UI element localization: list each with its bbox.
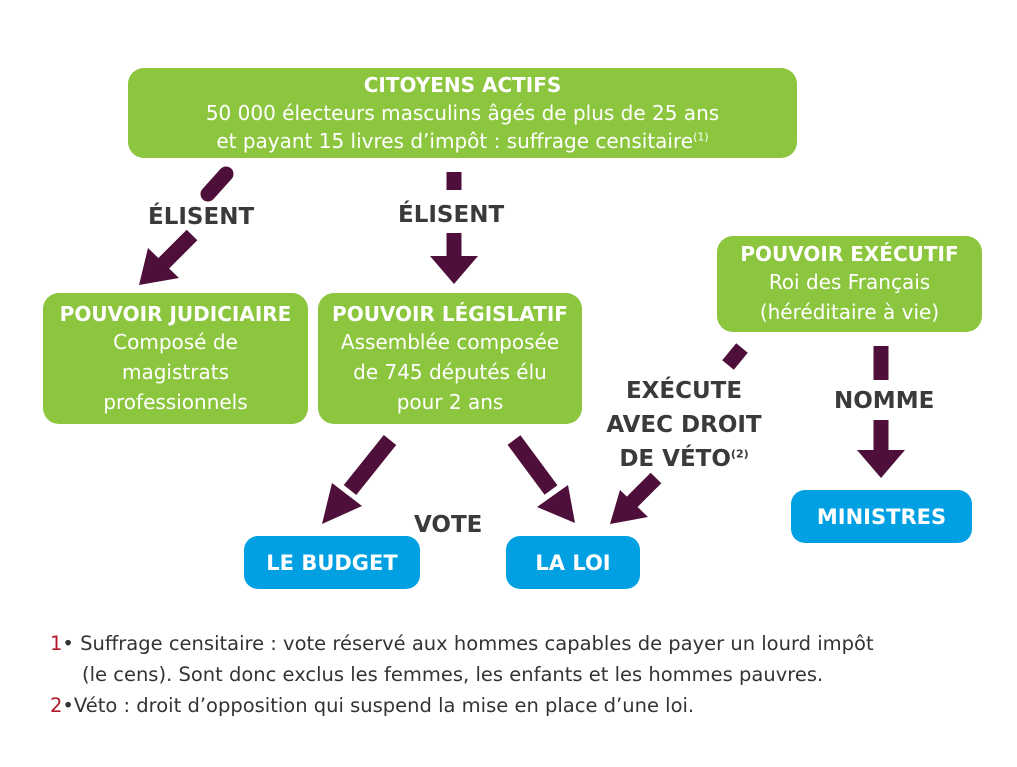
executif-line: Roi des Français: [768, 270, 931, 294]
judiciaire-line: professionnels: [103, 389, 248, 414]
citoyens-line2: et payant 15 livres d’impôt : suffrage c…: [216, 129, 709, 153]
ministres-box: MINISTRES: [791, 490, 972, 543]
le-budget-box: LE BUDGET: [244, 536, 420, 589]
judiciaire-title: POUVOIR JUDICIAIRE: [59, 301, 292, 326]
label-elisent-center: ÉLISENT: [398, 202, 505, 228]
label-execute: EXÉCUTE AVEC DROIT DE VÉTO(2): [606, 378, 762, 472]
pouvoir-executif-box: POUVOIR EXÉCUTIF Roi des Français (héréd…: [717, 236, 982, 332]
label-vote: VOTE: [414, 512, 483, 538]
legislatif-line: de 745 députés élu: [353, 359, 547, 384]
executif-title: POUVOIR EXÉCUTIF: [740, 242, 959, 266]
arrow-to-loi-from-executif: [610, 343, 748, 524]
judiciaire-line: magistrats: [122, 359, 229, 384]
la-loi-box: LA LOI: [506, 536, 640, 589]
footnote-ref-1: (1): [693, 130, 709, 144]
legislatif-line: Assemblée composée: [340, 329, 560, 354]
footnote-2: 2•Véto : droit d’opposition qui suspend …: [50, 694, 695, 717]
arrow-to-ministres: [857, 346, 905, 478]
legislatif-line: pour 2 ans: [396, 389, 504, 414]
legislatif-title: POUVOIR LÉGISLATIF: [332, 301, 568, 326]
executif-line: (héréditaire à vie): [759, 300, 940, 324]
label-elisent-left: ÉLISENT: [148, 204, 255, 230]
label-nomme: NOMME: [834, 388, 935, 414]
footnote-1-continued: (le cens). Sont donc exclus les femmes, …: [82, 663, 824, 686]
pouvoir-legislatif-box: POUVOIR LÉGISLATIF Assemblée composée de…: [318, 293, 582, 424]
citoyens-title: CITOYENS ACTIFS: [363, 73, 562, 97]
footnote-1: 1• Suffrage censitaire : vote réservé au…: [50, 632, 874, 655]
arrow-to-judiciaire: [139, 166, 234, 285]
footnote-ref-2: (2): [730, 447, 749, 461]
pouvoir-judiciaire-box: POUVOIR JUDICIAIRE Composé de magistrats…: [43, 293, 308, 424]
citoyens-line1: 50 000 électeurs masculins âgés de plus …: [205, 101, 720, 125]
footnotes: 1• Suffrage censitaire : vote réservé au…: [50, 628, 874, 721]
judiciaire-line: Composé de: [113, 329, 238, 354]
arrow-to-budget: [322, 435, 397, 524]
arrow-to-legislatif: [430, 172, 478, 284]
arrow-to-loi-from-legislatif: [507, 435, 575, 523]
citoyens-actifs-box: CITOYENS ACTIFS 50 000 électeurs masculi…: [128, 68, 797, 158]
